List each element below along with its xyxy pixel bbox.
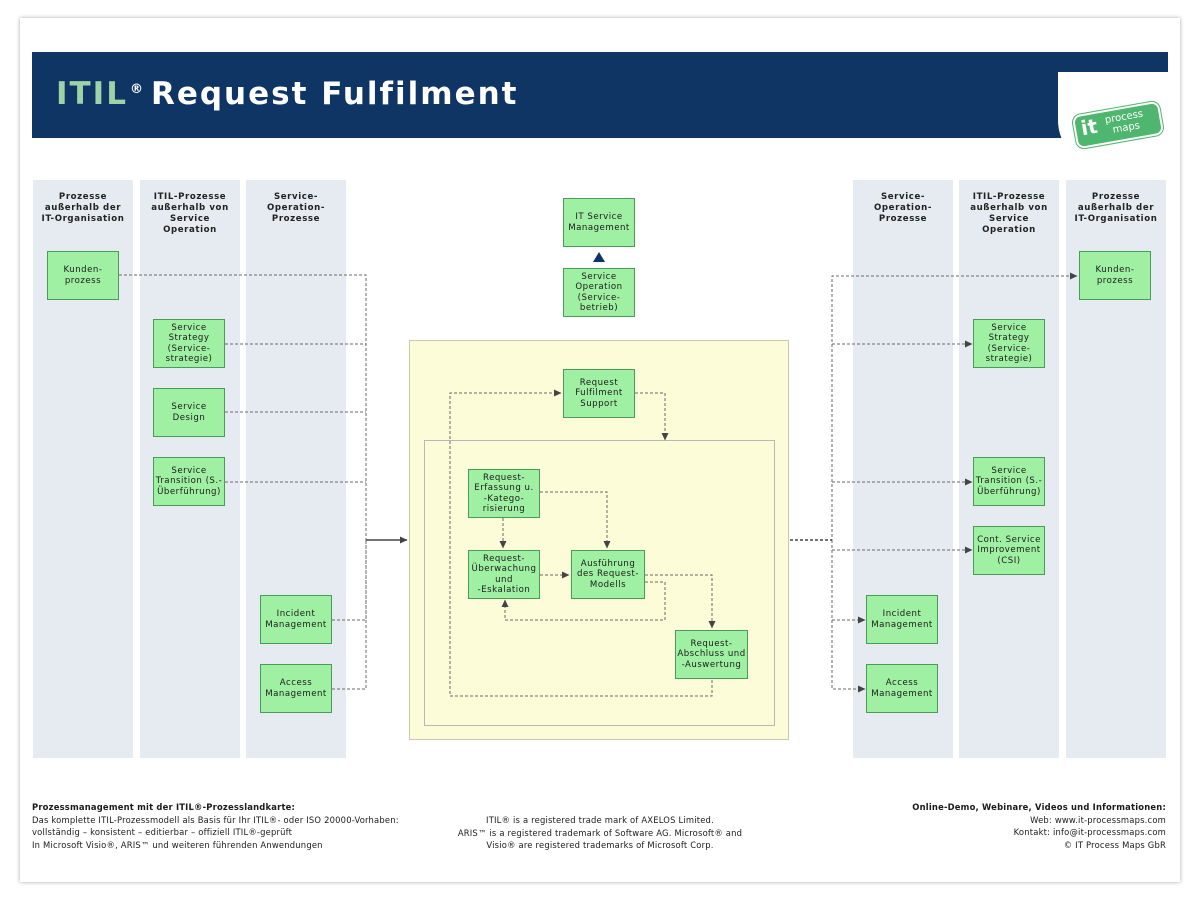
box-service-strategy-left[interactable]: Service Strategy (Service- strategie) (153, 319, 225, 368)
connector-support-to-frame (635, 392, 669, 441)
connector-incident-left (332, 540, 367, 621)
title-registered-mark: ® (129, 81, 145, 97)
box-access-management-right[interactable]: Access Management (866, 664, 938, 713)
connector-access-right (831, 540, 866, 693)
page-title: ITIL® Request Fulfilment (56, 76, 519, 112)
box-request-fulfilment-support[interactable]: Request Fulfilment Support (563, 369, 635, 418)
box-access-management-left[interactable]: Access Management (260, 664, 332, 713)
lane-title: ITIL-Prozesse außerhalb von Service Oper… (151, 192, 229, 235)
footer-right: Online-Demo, Webinare, Videos und Inform… (860, 801, 1166, 851)
box-service-design-left[interactable]: Service Design (153, 388, 225, 437)
footer-left-heading: Prozessmanagement mit der ITIL®-Prozessl… (32, 802, 296, 812)
connector-abschluss-support (449, 389, 713, 697)
box-service-strategy-right[interactable]: Service Strategy (Service- strategie) (973, 319, 1045, 368)
lane-title: Prozesse außerhalb der IT-Organisation (41, 192, 125, 224)
box-kundenprozess-right[interactable]: Kunden- prozess (1079, 251, 1151, 300)
connector-ausfuehrung-ueberwachung (501, 581, 666, 621)
footer-left-body: Das komplette ITIL-Prozessmodell als Bas… (32, 814, 399, 850)
box-ausfuehrung-request-modell[interactable]: Ausführung des Request- Modells (571, 550, 645, 599)
box-service-transition-left[interactable]: Service Transition (S.- Überführung) (153, 457, 225, 506)
title-itil: ITIL (56, 76, 128, 112)
footer-right-body: Web: www.it-processmaps.com Kontakt: inf… (1013, 814, 1166, 850)
footer-center: ITIL® is a registered trade mark of AXEL… (457, 815, 743, 851)
connector-kunden-left (119, 274, 367, 540)
connector-ausfuehrung-abschluss (645, 574, 716, 629)
footer-left: Prozessmanagement mit der ITIL®-Prozessl… (32, 801, 432, 851)
box-it-service-management[interactable]: IT Service Management (563, 198, 635, 247)
connector-access-left (332, 540, 367, 690)
request-fulfilment-subprocess-frame (424, 440, 775, 726)
box-request-abschluss[interactable]: Request- Abschluss und -Auswertung (675, 630, 748, 679)
box-service-transition-right[interactable]: Service Transition (S.- Überführung) (973, 457, 1045, 506)
lane-title: Service- Operation- Prozesse (874, 192, 932, 224)
box-incident-management-left[interactable]: Incident Management (260, 595, 332, 644)
lane-title: Prozesse außerhalb der IT-Organisation (1074, 192, 1158, 224)
lane-title: Service- Operation- Prozesse (267, 192, 325, 224)
arrow-up-icon (593, 252, 605, 262)
box-service-operation[interactable]: Service Operation (Service- betrieb) (563, 268, 635, 317)
connector-erfassung-ausfuehrung (540, 491, 611, 549)
box-continual-service-improvement[interactable]: Cont. Service Improvement (CSI) (973, 526, 1045, 575)
box-incident-management-right[interactable]: Incident Management (866, 595, 938, 644)
box-request-erfassung[interactable]: Request- Erfassung u. -Katego- risierung (468, 469, 540, 518)
box-request-ueberwachung[interactable]: Request- Überwachung und -Eskalation (468, 550, 540, 599)
lane-left-service-operation: Service- Operation- Prozesse (246, 180, 346, 758)
title-text: Request Fulfilment (150, 76, 519, 112)
lane-title: ITIL-Prozesse außerhalb von Service Oper… (970, 192, 1048, 235)
footer-right-heading: Online-Demo, Webinare, Videos und Inform… (912, 802, 1166, 812)
box-kundenprozess-left[interactable]: Kunden- prozess (47, 251, 119, 300)
